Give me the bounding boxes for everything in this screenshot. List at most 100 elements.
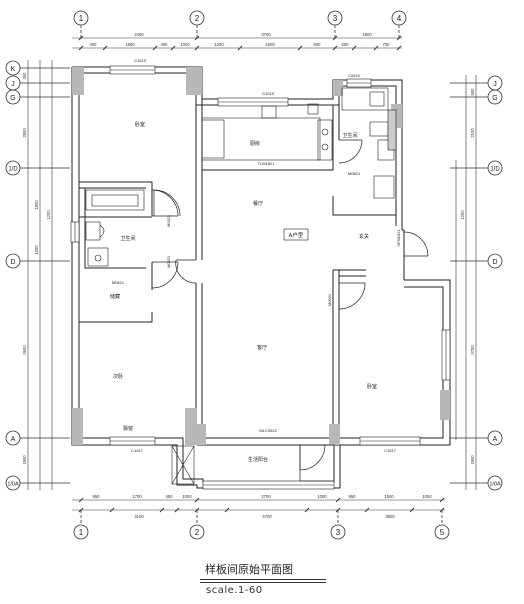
window-kitchen <box>217 97 289 107</box>
window-se <box>359 436 421 446</box>
dim-top-detail-5: 1200 <box>214 42 224 47</box>
grid-axes-top <box>73 10 407 40</box>
bath-e-fixtures <box>341 87 397 199</box>
dim-top-detail-9: 700 <box>383 42 391 47</box>
label-window-se: C1817 <box>384 448 397 453</box>
dimension-lines <box>27 37 477 511</box>
room-label-dining: 餐厅 <box>253 200 263 207</box>
axis-label-top-4: 4 <box>397 14 402 23</box>
axis-bubble-bottom-3 <box>330 510 346 540</box>
window-balcony <box>202 480 335 490</box>
room-label-bedroom-sw: 次卧 <box>113 373 123 380</box>
axis-label-left-g: G <box>10 95 15 102</box>
title-underline <box>200 579 326 580</box>
balcony-fixture <box>171 445 195 485</box>
dim-right-4: 3700 <box>470 345 475 355</box>
axis-label-right-d: D <box>492 259 497 266</box>
label-door-m0921-a: M0921 <box>166 214 171 227</box>
drawing-title: 样板间原始平面图 <box>205 563 293 576</box>
dim-left-6: 3900 <box>22 345 27 355</box>
room-label-kitchen: 厨房 <box>250 140 260 147</box>
grid-axes-right <box>450 75 503 491</box>
dim-top-overall-1: 2400 <box>134 32 144 37</box>
axis-label-right-j: J <box>493 81 497 88</box>
kitchen-fixtures <box>201 103 333 161</box>
door-balcony <box>299 444 335 482</box>
title-underline-2 <box>200 582 326 583</box>
axis-label-bottom-3: 3 <box>336 528 341 537</box>
door-bath-e <box>338 139 363 164</box>
room-label-bath-w: 卫生间 <box>120 235 135 242</box>
dim-right-1: 600 <box>470 88 475 96</box>
door-bedroom-nw <box>153 189 181 217</box>
room-label-bedroom-se: 卧室 <box>367 383 377 390</box>
label-window-sw: C1017 <box>131 448 144 453</box>
axis-label-top-1: 1 <box>79 14 84 23</box>
columns <box>72 67 450 445</box>
bath-w-fixtures <box>85 189 145 267</box>
axis-label-left-j: J <box>11 81 15 88</box>
grid-axes-bottom <box>73 510 450 540</box>
axis-label-bottom-2: 2 <box>195 528 200 537</box>
dim-bottom-detail-8: 1500 <box>384 494 394 499</box>
dim-top-detail-1: 400 <box>90 42 98 47</box>
window-top-bedroom <box>109 65 156 75</box>
label-window-top: C1615 <box>134 58 147 63</box>
axis-bubble-bottom-2 <box>189 510 205 540</box>
grid-axes-left <box>5 60 70 491</box>
dim-top-overall-2: 3700 <box>261 32 271 37</box>
axis-label-left-a: A <box>11 436 16 443</box>
axis-label-top-3: 3 <box>333 14 338 23</box>
dim-right-3: 1200 <box>460 210 465 220</box>
dim-bottom-detail-3: 450 <box>166 494 174 499</box>
window-east <box>441 329 451 381</box>
dim-top-detail-6: 1500 <box>265 42 275 47</box>
dim-top-overall-3: 1900 <box>362 32 372 37</box>
axis-label-bottom-5: 5 <box>440 528 445 537</box>
door-entry <box>403 231 429 257</box>
axis-label-left-d: D <box>10 259 15 266</box>
label-window-bath: C0615 <box>348 73 361 78</box>
axis-bubble-bottom-1 <box>73 510 89 540</box>
window-bath-e <box>346 78 372 88</box>
axis-label-right-1-0a: 1/0A <box>489 482 501 488</box>
label-door-m0921-b: M0921 <box>166 255 171 268</box>
label-door-m0821: M0821 <box>112 280 125 285</box>
room-label-storage: 储藏 <box>110 293 120 300</box>
dim-top-detail-7: 600 <box>314 42 322 47</box>
door-bath-w2 <box>151 261 179 289</box>
windows <box>70 65 451 490</box>
dim-right-2: 2100 <box>470 128 475 138</box>
door-bedroom-sw <box>175 259 197 284</box>
label-door-m0821-b: M0821 <box>348 171 361 176</box>
axis-label-bottom-1: 1 <box>79 528 84 537</box>
label-door-sfm: SFM1021 <box>396 229 401 247</box>
label-tlm: TLM1821 <box>258 161 276 166</box>
dim-bottom-overall-3: 3500 <box>385 514 395 519</box>
room-label-balcony: 生活阳台 <box>248 456 268 463</box>
dim-bottom-detail-9: 1050 <box>422 494 432 499</box>
axis-label-top-2: 2 <box>195 14 200 23</box>
window-sw <box>109 436 156 446</box>
label-door-m0921-c: M0921 <box>327 293 332 306</box>
door-bath-w <box>151 189 179 217</box>
dim-top-detail-4: 1000 <box>180 42 190 47</box>
label-window-kitchen: C1015 <box>262 91 275 96</box>
axis-label-left-k: K <box>11 66 16 73</box>
dim-bottom-detail-5: 2700 <box>261 494 271 499</box>
drawing-scale: scale.1-60 <box>206 585 263 596</box>
axis-label-right-g: G <box>492 95 497 102</box>
dim-left-3: 1800 <box>34 200 39 210</box>
window-west-bath <box>70 221 80 243</box>
unit-type-box <box>283 228 309 241</box>
dim-left-4: 1200 <box>46 210 51 220</box>
axis-label-left-1d: 1/D <box>8 167 18 173</box>
dim-bottom-overall-1: 3100 <box>134 514 144 519</box>
dim-bottom-detail-1: 950 <box>93 494 101 499</box>
dim-left-5: 1300 <box>34 245 39 255</box>
unit-type-label: A户型 <box>289 231 304 239</box>
axis-label-left-1-0a: 1/0A <box>7 482 19 488</box>
doors <box>151 139 429 482</box>
dim-right-5: 1800 <box>470 455 475 465</box>
